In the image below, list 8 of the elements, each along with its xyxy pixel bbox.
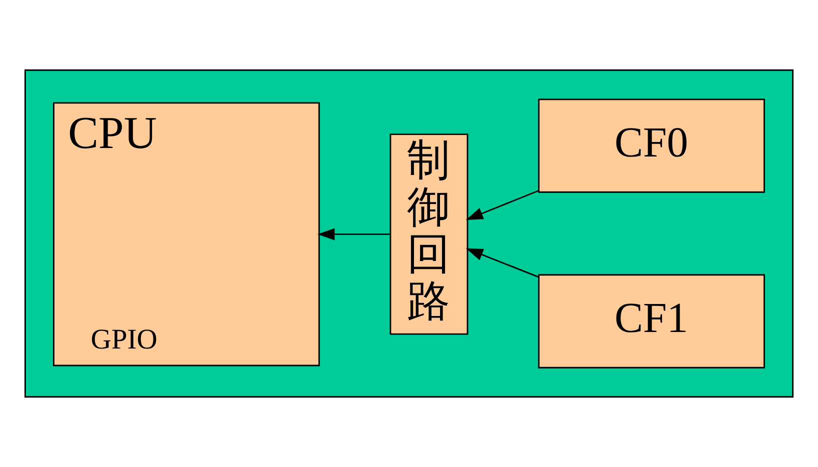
- arrow: [466, 248, 539, 278]
- arrow: [466, 190, 539, 220]
- node-box: CPU GPIO: [53, 102, 320, 366]
- cluster: [24, 69, 794, 398]
- node-box: CF1: [538, 274, 765, 368]
- node-box: 制御回路: [390, 134, 468, 335]
- arrow: [317, 228, 390, 240]
- node-box: CF0: [538, 98, 765, 193]
